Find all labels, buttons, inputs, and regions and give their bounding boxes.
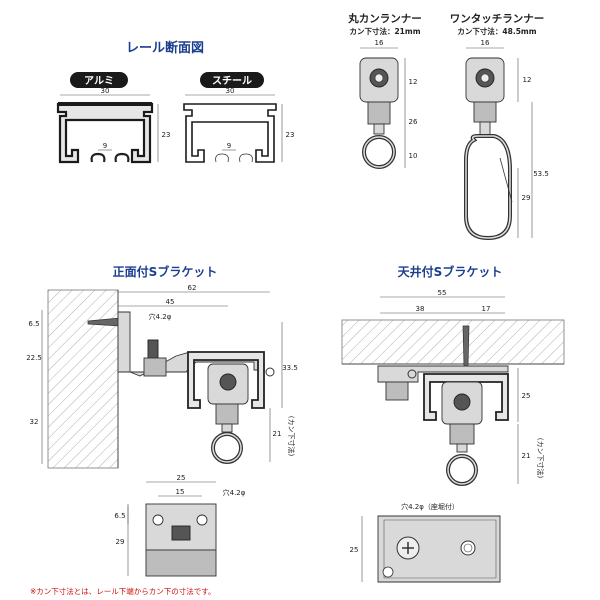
ceiling-screw xyxy=(462,325,470,367)
st-width-dim: 30 xyxy=(226,87,235,95)
runners-section: 丸カンランナー カン下寸法：21mm ワンタッチランナー カン下寸法：48.5m… xyxy=(347,12,549,241)
front-d62-dim: 62 xyxy=(188,284,197,292)
plate-d65-dim: 6.5 xyxy=(114,512,125,520)
aluminum-label: アルミ xyxy=(84,75,114,87)
front-hole-label: 穴4.2φ xyxy=(149,312,172,321)
onetouch-d12-dim: 12 xyxy=(523,76,532,84)
onetouch-runner-drawing: 16 12 53.5 29 xyxy=(464,39,549,241)
round-d26-dim: 26 xyxy=(409,118,418,126)
ceiling-plate-detail: 穴4.2φ（座堀付） 25 xyxy=(350,502,501,583)
front-bracket-section: 正面付Sブラケット 62 45 穴4.2φ 6.5 22. xyxy=(26,264,298,577)
front-d225-dim: 22.5 xyxy=(26,354,42,362)
aluminum-rail-profile: 30 9 23 xyxy=(56,87,171,164)
ceiling-d17-dim: 17 xyxy=(482,305,491,313)
ceiling-plate-d25-dim: 25 xyxy=(350,546,359,554)
front-kan-note: (カン下寸法) xyxy=(287,416,296,457)
onetouch-runner-sub: カン下寸法：48.5mm xyxy=(457,26,536,36)
ceiling-bracket-title: 天井付Sブラケット xyxy=(398,264,503,279)
ceiling-board xyxy=(341,319,565,365)
round-width-dim: 16 xyxy=(375,39,384,47)
front-d335-dim: 33.5 xyxy=(282,364,298,372)
plate-d15-dim: 15 xyxy=(176,488,185,496)
round-runner-title: 丸カンランナー xyxy=(347,12,422,25)
ceiling-kan-note: (カン下寸法) xyxy=(536,438,545,479)
footnote: ※カン下寸法とは、レール下端からカン下の寸法です。 xyxy=(30,586,216,596)
ceiling-d55-dim: 55 xyxy=(438,289,447,297)
plate-hole-label: 穴4.2φ xyxy=(223,488,246,497)
ceiling-d38-dim: 38 xyxy=(416,305,425,313)
ceiling-plate-hole-label: 穴4.2φ（座堀付） xyxy=(401,502,459,511)
ceiling-d25-dim: 25 xyxy=(522,392,531,400)
aluminum-label-pill xyxy=(70,72,128,88)
round-runner-sub: カン下寸法：21mm xyxy=(349,26,420,36)
al-width-dim: 30 xyxy=(101,87,110,95)
front-wall xyxy=(47,289,119,469)
rail-section: レール断面図 アルミ スチール 30 9 23 30 9 xyxy=(56,40,295,164)
front-d45-dim: 45 xyxy=(166,298,175,306)
steel-rail-profile: 30 9 23 xyxy=(183,87,295,163)
front-d65-dim: 6.5 xyxy=(28,320,39,328)
onetouch-d53-dim: 53.5 xyxy=(533,170,549,178)
round-runner-drawing: 16 12 26 10 xyxy=(359,39,418,169)
steel-label: スチール xyxy=(212,75,252,87)
front-bracket-title: 正面付Sブラケット xyxy=(113,264,218,279)
ceiling-bracket-section: 天井付Sブラケット 55 38 17 25 21 (カン下寸法) 穴4.2φ（座… xyxy=(341,264,565,583)
round-d10-dim: 10 xyxy=(409,152,418,160)
st-gap-dim: 9 xyxy=(227,142,231,150)
onetouch-width-dim: 16 xyxy=(481,39,490,47)
plate-d25-dim: 25 xyxy=(177,474,186,482)
steel-label-pill xyxy=(200,72,264,88)
front-d32-dim: 32 xyxy=(30,418,39,426)
round-d12-dim: 12 xyxy=(409,78,418,86)
ceiling-d21-dim: 21 xyxy=(522,452,531,460)
al-height-dim: 23 xyxy=(162,131,171,139)
onetouch-d29-dim: 29 xyxy=(522,194,531,202)
onetouch-runner-title: ワンタッチランナー xyxy=(450,13,545,25)
st-height-dim: 23 xyxy=(286,131,295,139)
al-gap-dim: 9 xyxy=(103,142,107,150)
front-plate-detail: 25 15 穴4.2φ 6.5 29 xyxy=(114,474,246,577)
plate-d29-dim: 29 xyxy=(116,538,125,546)
rail-section-title: レール断面図 xyxy=(126,40,204,56)
front-d21-dim: 21 xyxy=(273,430,282,438)
